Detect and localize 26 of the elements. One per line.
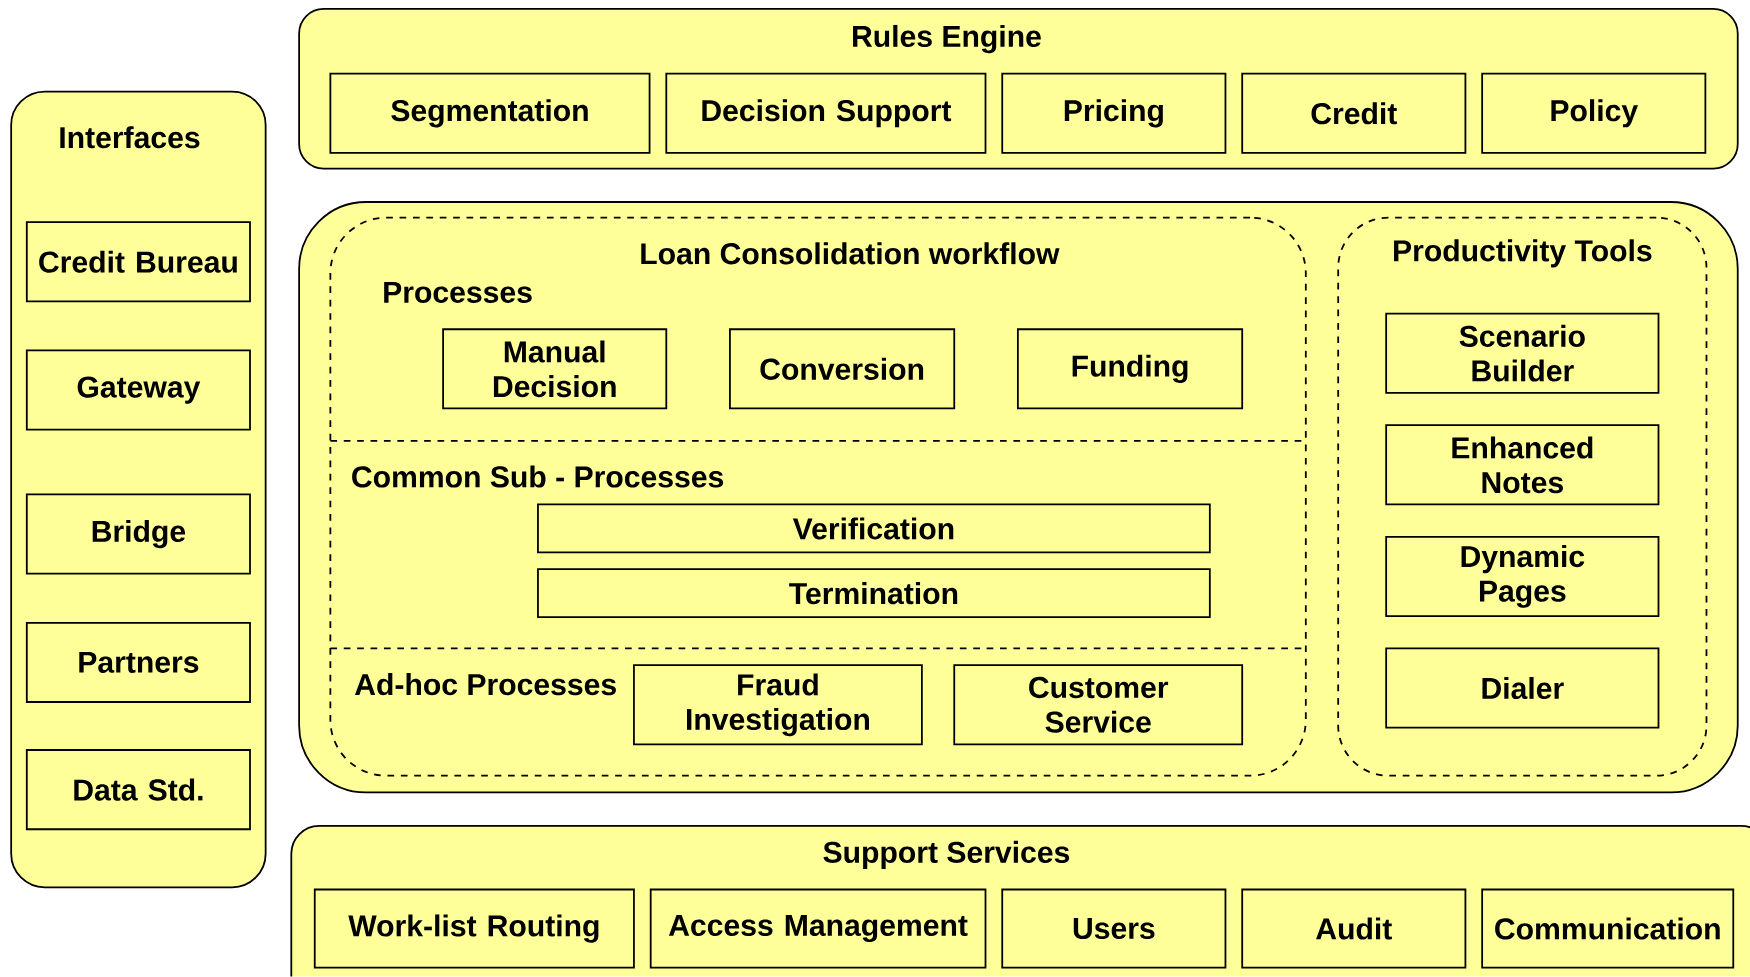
component-box: Funding [1016, 328, 1244, 410]
component-box: Manual Decision [442, 328, 668, 410]
component-box: Conversion [729, 328, 956, 410]
component-box: Termination [537, 568, 1211, 619]
component-box: Scenario Builder [1385, 312, 1660, 394]
component-box: Credit Bureau [25, 221, 251, 303]
component-box: Dynamic Pages [1385, 536, 1660, 618]
component-box: Segmentation [329, 72, 651, 154]
component-box: Decision Support [665, 72, 987, 154]
component-box: Dialer [1385, 647, 1660, 729]
component-box: Communication [1481, 888, 1735, 969]
component-box: Bridge [25, 493, 251, 575]
component-box: Policy [1481, 72, 1707, 154]
component-box: Users [1001, 888, 1227, 969]
component-box: Enhanced Notes [1385, 424, 1660, 506]
component-box: Access Management [649, 888, 987, 969]
component-box: Audit [1241, 888, 1467, 969]
component-box: Data Std. [25, 749, 251, 831]
component-box: Fraud Investigation [633, 664, 923, 746]
component-box: Pricing [1001, 72, 1227, 154]
component-box: Verification [537, 503, 1211, 554]
component-box: Work-list Routing [313, 888, 635, 969]
component-box: Customer Service [953, 664, 1244, 746]
component-box: Partners [25, 622, 251, 704]
component-box: Gateway [25, 349, 251, 431]
component-box: Credit [1241, 72, 1467, 154]
